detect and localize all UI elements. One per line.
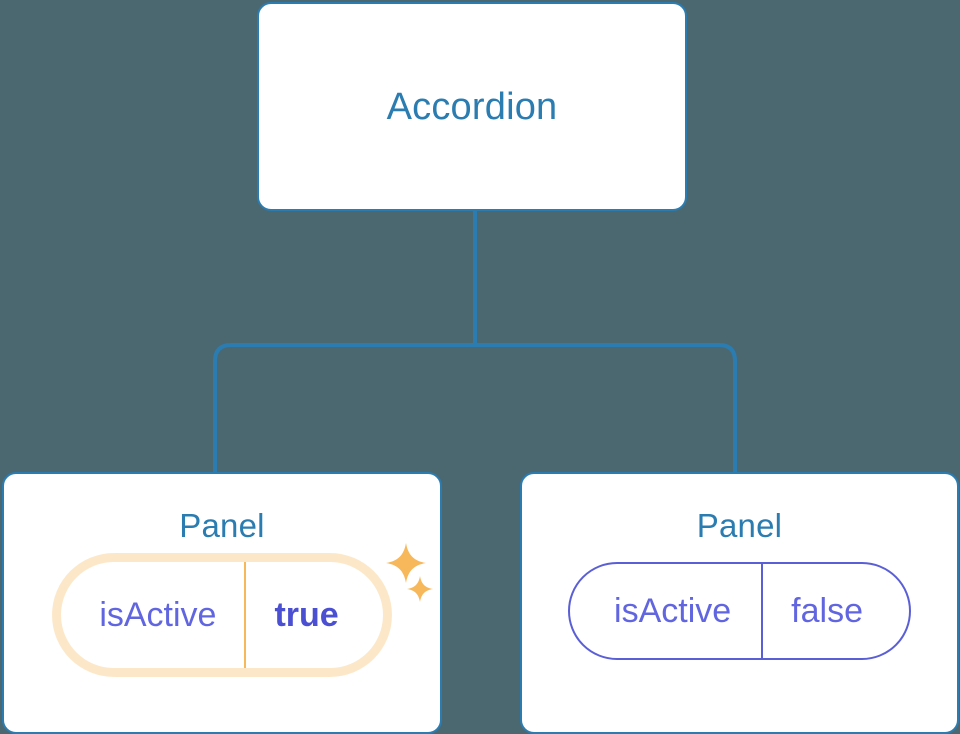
node-panel-left-title: Panel bbox=[179, 507, 265, 544]
prop-pill-is-active-false[interactable]: isActive false bbox=[568, 562, 911, 660]
prop-value-label: true bbox=[274, 596, 339, 634]
prop-value-label: false bbox=[791, 592, 863, 630]
prop-key-label: isActive bbox=[570, 564, 764, 658]
node-panel-left[interactable]: Panel isActive true bbox=[2, 472, 442, 734]
prop-key-label: isActive bbox=[61, 562, 247, 668]
node-accordion-title: Accordion bbox=[386, 85, 558, 128]
connector-branch-left bbox=[213, 343, 475, 474]
connector-branch-right bbox=[475, 343, 737, 474]
node-panel-right-title: Panel bbox=[696, 507, 783, 544]
node-panel-right[interactable]: Panel isActive false bbox=[520, 472, 959, 734]
prop-pill-is-active-true[interactable]: isActive true bbox=[61, 562, 383, 668]
prop-pill-wrap-right: isActive false bbox=[568, 562, 911, 660]
node-accordion[interactable]: Accordion bbox=[257, 2, 687, 211]
prop-pill-wrap-left: isActive true bbox=[61, 562, 383, 668]
